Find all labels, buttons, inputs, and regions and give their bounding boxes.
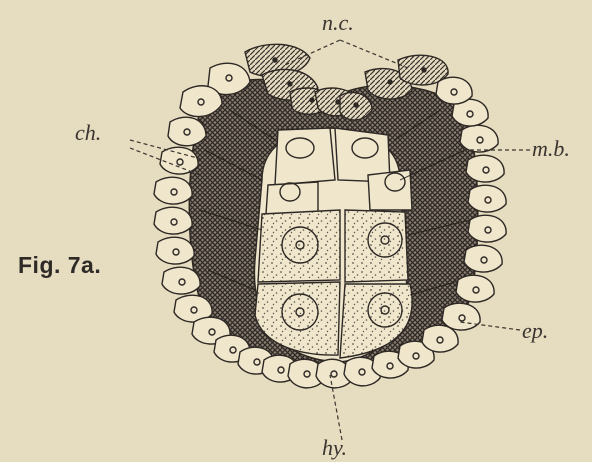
yolk-cells bbox=[255, 210, 412, 358]
label-hy: hy. bbox=[322, 435, 347, 460]
label-mb: m.b. bbox=[532, 136, 570, 161]
label-ep: ep. bbox=[522, 318, 548, 343]
label-nc: n.c. bbox=[322, 10, 354, 35]
label-ch: ch. bbox=[75, 120, 101, 145]
